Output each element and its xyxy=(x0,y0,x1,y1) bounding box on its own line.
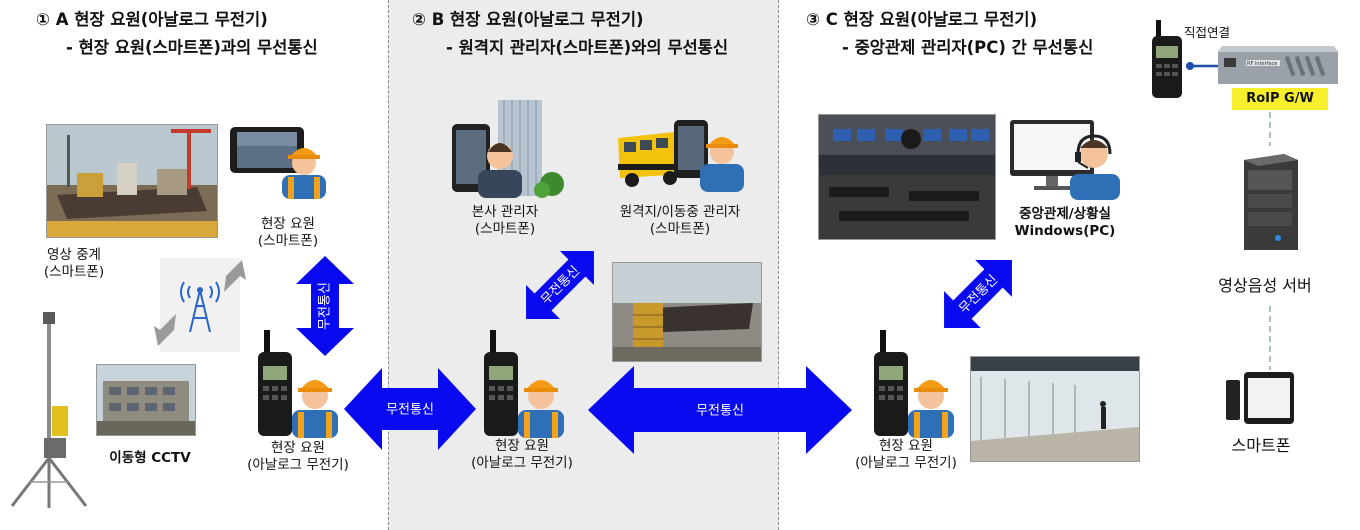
wireless-relay-cluster xyxy=(140,250,260,360)
cctv-building-photo xyxy=(96,364,196,436)
field-radio-b-sub: (아날로그 무전기) xyxy=(471,455,573,471)
gray-arrow-up-icon xyxy=(224,260,246,292)
headset-icon xyxy=(1076,134,1112,155)
media-server-icon xyxy=(1238,150,1302,254)
field-phone-label: 현장 요원 xyxy=(261,216,315,232)
video-relay-caption: 영상 중계 (스마트폰) xyxy=(32,247,116,281)
hq-manager-caption: 본사 관리자 (스마트폰) xyxy=(460,204,550,238)
roip-gateway-device: RF Interface xyxy=(1216,40,1340,90)
ship-photo-b xyxy=(612,262,762,362)
radio-link-ab-arrow: 무전통신 xyxy=(344,368,476,450)
antenna-icon xyxy=(180,281,220,333)
gateway-radio-device xyxy=(1148,20,1188,100)
remote-manager-sub: (스마트폰) xyxy=(649,221,711,237)
section-c-title: ③ C 현장 요원(아날로그 무전기) xyxy=(806,10,1038,29)
hq-manager-label: 본사 관리자 xyxy=(471,204,539,220)
link-bc-label: 무전통신 xyxy=(696,404,744,419)
gray-arrow-down-icon xyxy=(154,314,176,346)
smartphone-icon xyxy=(1226,372,1296,424)
field-radio-a-sub: (아날로그 무전기) xyxy=(247,457,349,473)
section-b-subtitle: - 원격지 관리자(스마트폰)와의 무선통신 xyxy=(446,38,729,57)
radio-link-vertical-arrow: 무전통신 xyxy=(296,256,354,356)
field-radio-agent-a xyxy=(254,330,344,440)
remote-manager-caption: 원격지/이동중 관리자 (스마트폰) xyxy=(596,204,764,238)
field-phone-caption: 현장 요원 (스마트폰) xyxy=(248,216,328,250)
field-radio-a-caption: 현장 요원 (아날로그 무전기) xyxy=(228,440,368,474)
radio-link-b-diagonal-arrow: 무전통신 xyxy=(526,251,594,319)
section-a-subtitle: - 현장 요원(스마트폰)과의 무선통신 xyxy=(66,38,318,57)
control-pc-graphic xyxy=(1008,118,1128,200)
field-radio-agent-c xyxy=(870,330,960,440)
radio-antenna-icon xyxy=(490,330,496,354)
remote-manager-label: 원격지/이동중 관리자 xyxy=(619,204,741,220)
control-room-sub: Windows(PC) xyxy=(1014,223,1116,239)
smartphone-label: 스마트폰 xyxy=(1231,436,1291,455)
section-b-title: ② B 현장 요원(아날로그 무전기) xyxy=(412,10,644,29)
field-radio-agent-b xyxy=(480,330,570,440)
radio-antenna-icon xyxy=(264,330,270,354)
device-face-text: RF Interface xyxy=(1247,61,1277,67)
link-vertical-label: 무전통신 xyxy=(318,282,333,330)
control-room-photo xyxy=(818,114,996,240)
section-c-subtitle: - 중앙관제 관리자(PC) 간 무선통신 xyxy=(842,38,1094,57)
video-relay-label: 영상 중계 xyxy=(47,247,101,263)
field-radio-c-label: 현장 요원 xyxy=(879,438,933,454)
radio-antenna-icon xyxy=(880,330,886,354)
mobile-cctv-tripod xyxy=(4,310,94,510)
remote-manager-graphic xyxy=(614,108,748,194)
direct-link-label: 직접연결 xyxy=(1184,25,1231,40)
control-room-label: 중앙관제/상황실 xyxy=(1019,206,1111,222)
cctv-caption: 이동형 CCTV xyxy=(109,450,191,466)
subway-platform-photo xyxy=(970,356,1140,462)
hq-manager-graphic xyxy=(448,96,572,200)
field-radio-b-label: 현장 요원 xyxy=(495,438,549,454)
field-radio-b-caption: 현장 요원 (아날로그 무전기) xyxy=(452,438,592,472)
radio-link-c-diagonal-arrow: 무전통신 xyxy=(944,260,1012,328)
shipyard-photo xyxy=(46,124,218,238)
field-smartphone-agent xyxy=(228,125,338,201)
control-room-caption: 중앙관제/상황실 Windows(PC) xyxy=(990,206,1140,240)
field-radio-c-sub: (아날로그 무전기) xyxy=(855,455,957,471)
section-a-title: ① A 현장 요원(아날로그 무전기) xyxy=(36,10,268,29)
radio-link-bc-arrow: 무전통신 xyxy=(588,366,852,454)
field-phone-sub: (스마트폰) xyxy=(257,233,319,249)
field-radio-c-caption: 현장 요원 (아날로그 무전기) xyxy=(836,438,976,472)
roip-gateway-label: RoIP G/W xyxy=(1232,88,1328,110)
video-relay-sub: (스마트폰) xyxy=(43,264,105,280)
hq-manager-sub: (스마트폰) xyxy=(474,221,536,237)
media-server-label: 영상음성 서버 xyxy=(1218,276,1312,295)
field-radio-a-label: 현장 요원 xyxy=(271,440,325,456)
link-ab-label: 무전통신 xyxy=(386,403,434,418)
infra-dashed-connector xyxy=(1269,112,1271,370)
